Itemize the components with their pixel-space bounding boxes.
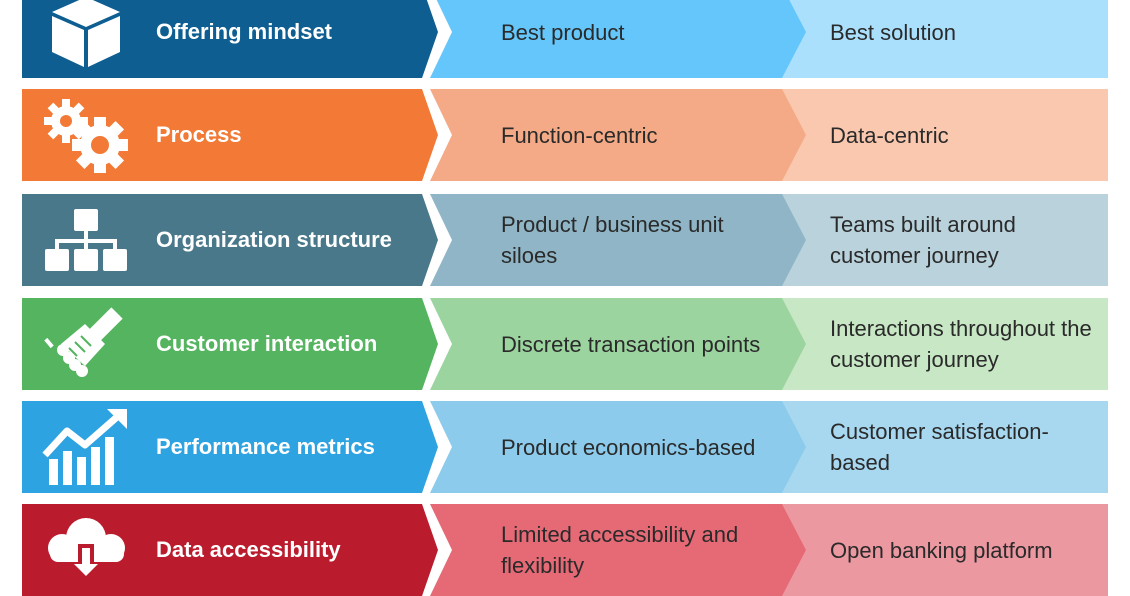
from-chevron: Limited accessibility and flexibility bbox=[430, 504, 806, 596]
cube-icon bbox=[36, 0, 136, 78]
row-customer-interaction: Customer interaction Discrete transactio… bbox=[22, 298, 1108, 390]
to-chevron: Data-centric bbox=[780, 89, 1108, 181]
from-chevron: Product economics-based bbox=[430, 401, 806, 493]
category-label: Process bbox=[156, 122, 242, 147]
category-chevron: Organization structure bbox=[22, 194, 438, 286]
from-text: Product economics-based bbox=[501, 434, 756, 460]
from-text: Limited accessibility and flexibility bbox=[501, 522, 739, 578]
to-text: Teams built around customer journey bbox=[830, 212, 1016, 268]
category-chevron: Data accessibility bbox=[22, 504, 438, 596]
to-text: Open banking platform bbox=[830, 537, 1053, 563]
category-chevron: Offering mindset bbox=[22, 0, 438, 78]
row-process: Process Function-centric Data-centric bbox=[22, 89, 1108, 181]
from-text: Discrete transaction points bbox=[501, 331, 761, 357]
to-chevron: Teams built around customer journey bbox=[780, 194, 1108, 286]
from-chevron: Function-centric bbox=[430, 89, 806, 181]
to-text: Customer satisfaction-based bbox=[830, 419, 1049, 475]
category-label: Offering mindset bbox=[156, 19, 333, 44]
to-text: Interactions throughout the customer jou… bbox=[830, 316, 1092, 372]
from-text: Best product bbox=[501, 19, 625, 45]
category-label: Performance metrics bbox=[156, 434, 375, 459]
category-chevron: Process bbox=[22, 89, 438, 181]
to-text: Best solution bbox=[830, 19, 956, 45]
from-text: Function-centric bbox=[501, 122, 658, 148]
category-label: Organization structure bbox=[156, 227, 392, 252]
org-chart-icon bbox=[36, 194, 136, 286]
to-chevron: Customer satisfaction-based bbox=[780, 401, 1108, 493]
from-chevron: Discrete transaction points bbox=[430, 298, 806, 390]
category-label: Customer interaction bbox=[156, 331, 378, 356]
from-text: Product / business unit siloes bbox=[501, 212, 724, 268]
category-chevron: Customer interaction bbox=[22, 298, 438, 390]
gears-icon bbox=[36, 89, 136, 181]
to-chevron: Interactions throughout the customer jou… bbox=[780, 298, 1108, 390]
to-text: Data-centric bbox=[830, 122, 949, 148]
cloud-download-icon bbox=[36, 504, 136, 596]
handshake-icon bbox=[36, 298, 136, 390]
row-offering-mindset: Offering mindset Best product Best solut… bbox=[22, 0, 1108, 78]
row-data-accessibility: Data accessibility Limited accessibility… bbox=[22, 504, 1108, 596]
to-chevron: Best solution bbox=[780, 0, 1108, 78]
to-chevron: Open banking platform bbox=[780, 504, 1108, 596]
growth-chart-icon bbox=[36, 401, 136, 493]
category-label: Data accessibility bbox=[156, 537, 341, 562]
row-organization-structure: Organization structure Product / busines… bbox=[22, 194, 1108, 286]
from-chevron: Product / business unit siloes bbox=[430, 194, 806, 286]
category-chevron: Performance metrics bbox=[22, 401, 438, 493]
from-chevron: Best product bbox=[430, 0, 806, 78]
row-performance-metrics: Performance metrics Product economics-ba… bbox=[22, 401, 1108, 493]
